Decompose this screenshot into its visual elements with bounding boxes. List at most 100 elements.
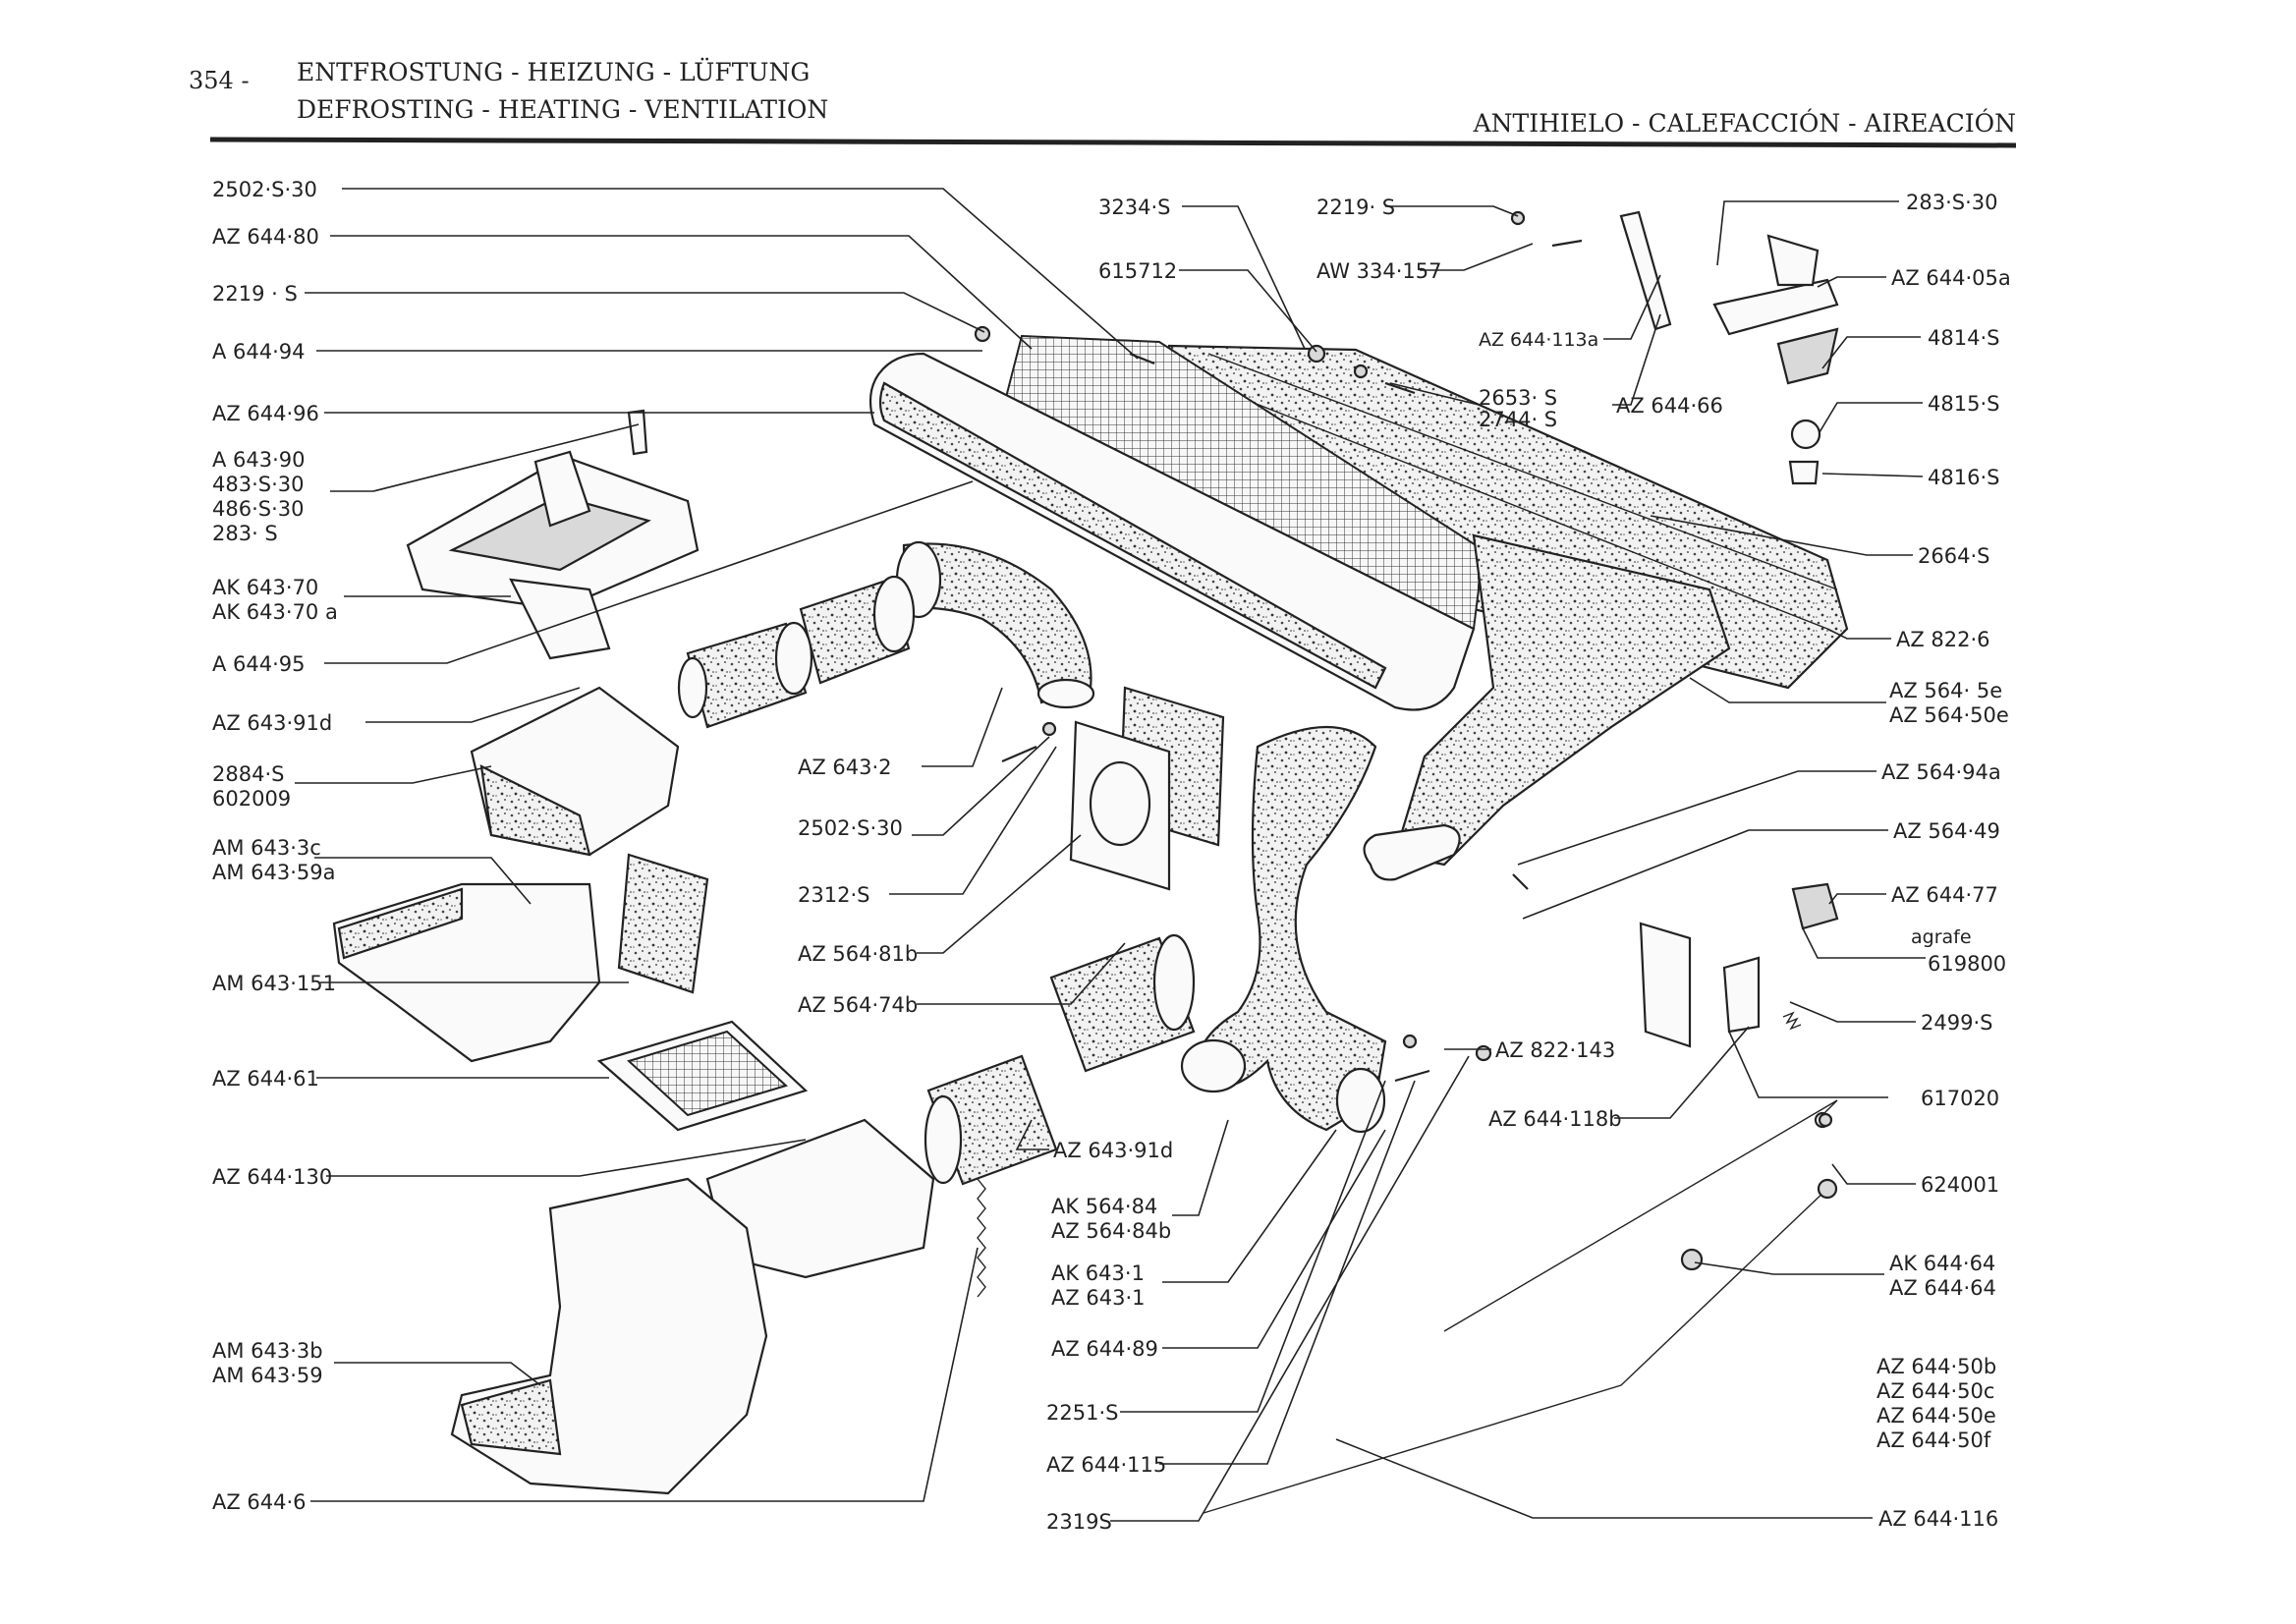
part-label: 2653· S: [1479, 386, 1557, 410]
part-label: AZ 644·64: [1889, 1276, 1996, 1300]
page-number: 354 -: [189, 67, 250, 94]
lever-arm-az644113a: [1619, 210, 1672, 331]
part-label: AZ 644·116: [1878, 1507, 1998, 1531]
part-label: AZ 822·143: [1495, 1038, 1615, 1062]
title-german: ENTFROSTUNG - HEIZUNG - LÜFTUNG: [297, 58, 810, 86]
page-header: 354 - ENTFROSTUNG - HEIZUNG - LÜFTUNG DE…: [189, 58, 2017, 148]
part-label: AZ 644·50b: [1876, 1355, 1996, 1378]
part-label: AZ 644·118b: [1488, 1107, 1622, 1131]
part-label: AZ 644·66: [1616, 394, 1723, 418]
part-label: agrafe: [1911, 926, 1972, 948]
part-label: AK 643·70 a: [212, 600, 338, 624]
part-label: AZ 644·113a: [1479, 329, 1598, 351]
part-label: AZ 644·130: [212, 1165, 332, 1189]
part-label: 2502·S·30: [212, 178, 317, 201]
part-label: AZ 644·61: [212, 1067, 319, 1091]
part-label: AZ 644·80: [212, 225, 319, 249]
part-label: 2219· S: [1316, 196, 1395, 219]
part-label: AZ 644·77: [1891, 883, 1998, 907]
part-label: AZ 643·91d: [212, 711, 332, 735]
duct-oval-outlet: [1363, 823, 1461, 881]
part-label: 283· S: [212, 522, 278, 545]
parts-illustration: [332, 210, 1849, 1514]
part-label: 2884·S: [212, 762, 284, 786]
filter-flap: [617, 853, 709, 994]
part-label: AZ 643·1: [1051, 1286, 1146, 1310]
part-label: AZ 564·50e: [1889, 703, 2009, 727]
part-label: AZ 564·81b: [798, 942, 918, 966]
part-label: AZ 564· 5e: [1889, 679, 2002, 702]
part-label: 624001: [1921, 1173, 1999, 1197]
part-label: 486·S·30: [212, 497, 305, 521]
knob-az64477: [1791, 882, 1839, 930]
part-label: AZ 644·50f: [1876, 1428, 1991, 1452]
part-label: AZ 822·6: [1896, 628, 1990, 651]
side-air-duct: [1393, 533, 1731, 867]
part-label: AZ 564·74b: [798, 993, 918, 1017]
part-label: 4816·S: [1928, 466, 1999, 489]
part-label: AW 334·157: [1316, 259, 1442, 283]
title-english: DEFROSTING - HEATING - VENTILATION: [297, 95, 828, 124]
part-label: 483·S·30: [212, 473, 305, 496]
bracket-az644118b: [1722, 956, 1761, 1034]
control-lever-bracket: [1712, 278, 1839, 336]
part-label: AM 643·151: [212, 972, 336, 995]
part-label: A 644·94: [212, 340, 306, 364]
part-label: AZ 644·96: [212, 402, 319, 425]
part-label: 2319S: [1046, 1510, 1112, 1534]
part-label: AZ 643·91d: [1053, 1139, 1173, 1162]
part-label: A 643·90: [212, 448, 306, 472]
part-label: 617020: [1921, 1087, 1999, 1110]
heater-shell-upper: [332, 882, 601, 1063]
control-rod-az64450: [1203, 1188, 1828, 1514]
part-label: AZ 644·89: [1051, 1337, 1158, 1361]
part-label: AK 644·64: [1889, 1252, 1995, 1275]
y-branch-connector: [1196, 725, 1387, 1132]
control-rod-ak64464: [1443, 1099, 1838, 1332]
part-label: AZ 564·94a: [1881, 760, 2001, 784]
part-label: A 644·95: [212, 652, 306, 676]
part-label: AM 643·59a: [212, 861, 336, 884]
upper-heater-box-front: [479, 764, 591, 857]
part-label: 2744· S: [1479, 408, 1557, 431]
small-fasteners: [627, 210, 1833, 1128]
part-label: 4815·S: [1928, 392, 1999, 416]
spring-2499s: [1782, 1011, 1802, 1031]
part-label: 602009: [212, 787, 291, 811]
part-label: AZ 644·50c: [1876, 1379, 1994, 1403]
part-label: AZ 564·49: [1893, 819, 2000, 843]
part-label: 2664·S: [1918, 544, 1989, 568]
part-label: AZ 644·50e: [1876, 1404, 1996, 1428]
part-label: 619800: [1928, 952, 2006, 976]
part-label: AZ 644·115: [1046, 1453, 1166, 1477]
part-labels-left: 2502·S·30 AZ 644·80 2219 · S A 644·94 AZ…: [212, 178, 338, 1514]
part-label: 2219 · S: [212, 282, 298, 306]
part-label: AM 643·59: [212, 1364, 323, 1387]
part-label: AZ 643·2: [798, 756, 892, 779]
part-label: 2251·S: [1046, 1401, 1118, 1425]
title-spanish: ANTIHIELO - CALEFACCIÓN - AIREACIÓN: [1473, 109, 2016, 138]
part-label: AZ 564·84b: [1051, 1219, 1171, 1243]
part-label: AM 643·3c: [212, 836, 321, 860]
part-label: AZ 644·05a: [1891, 266, 2011, 290]
part-label: 2499·S: [1921, 1011, 1992, 1035]
defroster-outlet-plate: [868, 352, 1476, 711]
part-label: 615712: [1098, 259, 1177, 283]
part-label: AK 643·70: [212, 576, 318, 599]
part-label: 3234·S: [1098, 196, 1170, 219]
part-label: 2312·S: [798, 883, 869, 907]
part-label: AM 643·3b: [212, 1339, 323, 1363]
control-knob-4816s: [1788, 460, 1820, 485]
part-labels-right: 283·S·30 AZ 644·05a 4814·S 4815·S 4816·S…: [1876, 191, 2011, 1531]
header-rule: [209, 137, 2017, 148]
leader-lines: [295, 188, 1926, 1522]
part-label: 283·S·30: [1906, 191, 1998, 214]
part-labels-center: 3234·S 615712 2219· S AW 334·157 AZ 644·…: [798, 196, 1723, 1534]
part-label: 2502·S·30: [798, 816, 903, 840]
part-label: AK 643·1: [1051, 1261, 1145, 1285]
part-label: AK 564·84: [1051, 1195, 1157, 1218]
part-label: AZ 644·6: [212, 1490, 307, 1514]
damper-box: [1639, 922, 1692, 1048]
